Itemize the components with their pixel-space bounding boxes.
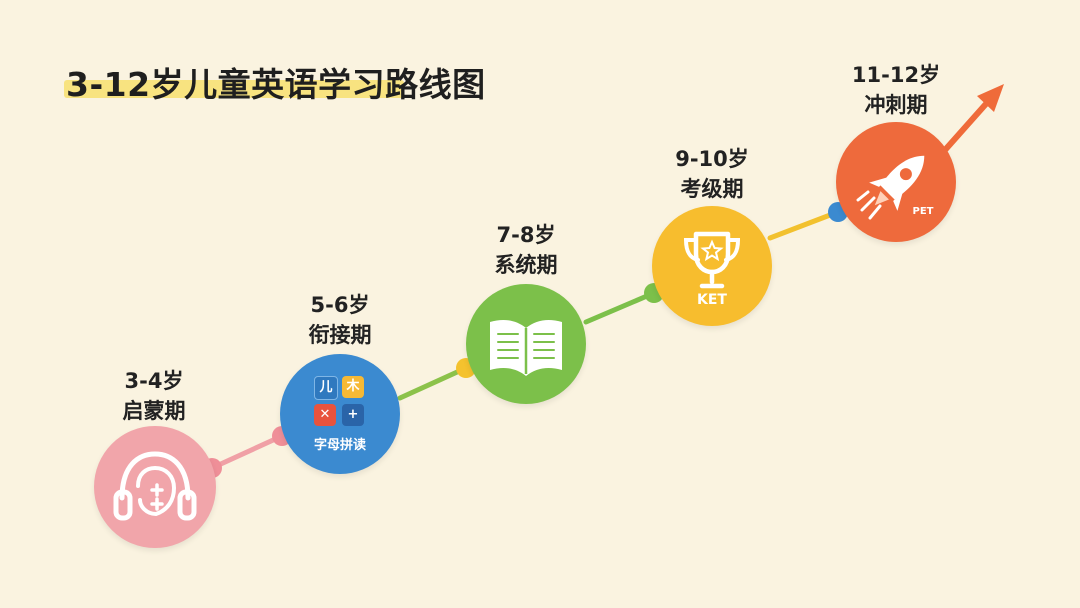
rocket-icon	[856, 155, 925, 220]
stage-2-name: 衔接期	[308, 323, 372, 347]
stage-2-age: 5-6岁	[310, 293, 370, 317]
stage-1-age: 3-4岁	[124, 369, 184, 393]
stage-3-label: 7-8岁 系统期	[466, 220, 586, 280]
stage-4-label: 9-10岁 考级期	[652, 144, 772, 204]
stage-2-label: 5-6岁 衔接期	[280, 290, 400, 350]
stage-3-age: 7-8岁	[496, 223, 556, 247]
stage-3-circle	[466, 284, 586, 404]
connector-4-5	[767, 209, 841, 241]
connector-3-4	[583, 290, 657, 325]
title-block: 3-12岁儿童英语学习路线图	[64, 58, 486, 106]
connector-2-3	[397, 365, 469, 401]
letter-tile-icon: 儿	[314, 376, 338, 400]
rocket-caption: PET	[912, 206, 934, 217]
stage-1-circle	[94, 426, 216, 548]
connector-1-2	[209, 433, 285, 471]
stage-1-label: 3-4岁 启蒙期	[94, 366, 214, 426]
letter-tiles-caption: 字母拼读	[313, 438, 366, 453]
trophy-caption: KET	[697, 292, 727, 308]
stage-4-circle: KET	[652, 206, 772, 326]
stage-5-label: 11-12岁 冲刺期	[836, 60, 956, 120]
stage-5-circle: PET	[836, 122, 956, 242]
letter-tile-icon: 木	[342, 376, 364, 398]
arrow-shaft	[942, 93, 996, 153]
stage-3-name: 系统期	[494, 253, 558, 277]
headphones-icon	[113, 451, 197, 521]
page-title: 3-12岁儿童英语学习路线图	[66, 65, 486, 104]
letter-tile-icon: +	[342, 404, 364, 426]
stage-1-name: 启蒙期	[122, 399, 186, 423]
stage-5-name: 冲刺期	[864, 93, 928, 117]
letter-tile-icon: ✕	[314, 404, 336, 426]
stage-2-circle: 儿 木 ✕ + 字母拼读	[280, 354, 400, 474]
trophy-icon	[683, 231, 741, 289]
open-book-icon	[490, 320, 562, 376]
title-highlight	[64, 80, 404, 98]
stage-4-name: 考级期	[680, 177, 744, 201]
arrow-head-icon	[977, 84, 1004, 112]
stage-5-age: 11-12岁	[851, 63, 941, 87]
stage-4-age: 9-10岁	[675, 147, 749, 171]
